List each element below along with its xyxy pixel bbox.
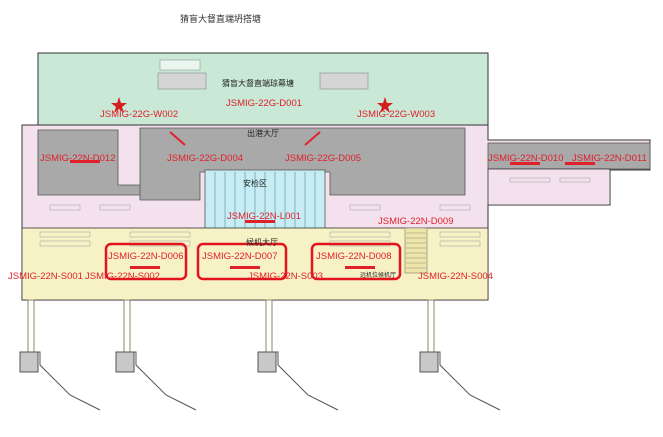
- top-notch: [159, 59, 201, 71]
- arrival-hall-label: 候机大厅: [246, 237, 278, 247]
- device-label: JSMIG-22G-D001: [226, 98, 302, 109]
- page-title: 猜盲大督直端坍搭塘: [180, 15, 262, 25]
- device-label: JSMIG-22G-D005: [285, 153, 361, 164]
- device-label: JSMIG-22N-D006: [108, 251, 184, 262]
- star-markers: [111, 97, 393, 113]
- jet-bridges: [19, 299, 501, 411]
- top-seating: [157, 72, 369, 90]
- device-label: JSMIG-22N-D008: [316, 251, 392, 262]
- highlight-boxes: [104, 242, 402, 281]
- device-label: JSMIG-22N-D012: [40, 153, 116, 164]
- device-label: JSMIG-22N-S001: [8, 271, 83, 282]
- detector-bars: [70, 131, 595, 269]
- device-label: JSMIG-22G-W002: [100, 109, 178, 120]
- stair-steps: [406, 232, 426, 269]
- departure-hall-label: 出港大厅: [247, 128, 279, 138]
- device-label: JSMIG-22N-D010: [488, 153, 564, 164]
- security-label: 安检区: [243, 178, 267, 188]
- device-label: JSMIG-22N-D007: [202, 251, 278, 262]
- device-label: JSMIG-22N-D009: [378, 216, 454, 227]
- center-gray-block: [139, 127, 466, 201]
- small-note-label: 远机位候机厅: [360, 271, 396, 279]
- device-label: JSMIG-22G-W003: [357, 109, 435, 120]
- right-pink-corridor: [487, 168, 611, 206]
- device-label: JSMIG-22N-D011: [572, 153, 647, 164]
- top-zone-title: 猜盲大督直端琼幕塘: [222, 78, 294, 88]
- device-label: JSMIG-22G-D004: [167, 153, 243, 164]
- device-label: JSMIG-22N-S003: [248, 271, 323, 282]
- device-label: JSMIG-22N-L001: [227, 211, 301, 222]
- device-label: JSMIG-22N-S002: [85, 271, 160, 282]
- stair-block: [404, 227, 428, 274]
- device-label: JSMIG-22N-S004: [418, 271, 493, 282]
